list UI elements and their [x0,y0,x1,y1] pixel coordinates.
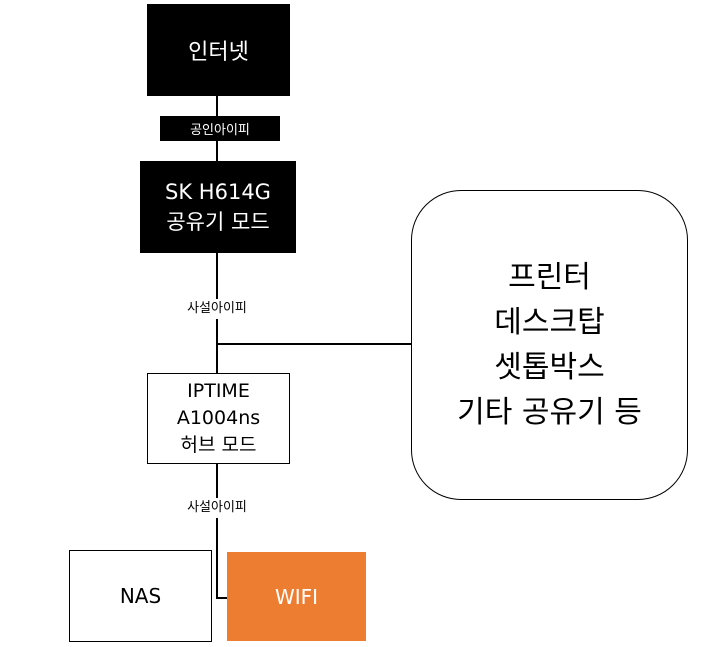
link-iptime-nas [216,463,218,599]
public-ip-badge: 공인아이피 [160,116,280,141]
wifi-node: WIFI [227,552,366,641]
iptime-model: A1004ns [176,407,261,429]
private-ip-label-2: 사설아이피 [172,498,262,518]
iptime-brand: IPTIME [187,380,250,402]
wifi-label: WIFI [274,584,319,609]
sk-router-mode: 공유기 모드 [166,210,270,234]
internet-node: 인터넷 [147,4,290,96]
iptime-mode: 허브 모드 [180,434,257,456]
device-settop: 셋톱박스 [494,350,605,385]
devices-node: 프린터 데스크탑 셋톱박스 기타 공유기 등 [411,190,688,500]
nas-label: NAS [119,584,162,608]
public-ip-label: 공인아이피 [190,123,250,138]
device-printer: 프린터 [508,260,591,295]
nas-node: NAS [69,550,212,642]
link-nas-wifi [216,597,227,599]
device-other: 기타 공유기 등 [457,395,642,430]
sk-router-model: SK H614G [165,180,271,204]
internet-label: 인터넷 [188,40,249,65]
device-desktop: 데스크탑 [494,305,605,340]
iptime-node: IPTIME A1004ns 허브 모드 [147,373,290,464]
link-devices [216,343,412,345]
private-ip-label-1: 사설아이피 [172,299,262,319]
sk-router-node: SK H614G 공유기 모드 [140,161,296,253]
